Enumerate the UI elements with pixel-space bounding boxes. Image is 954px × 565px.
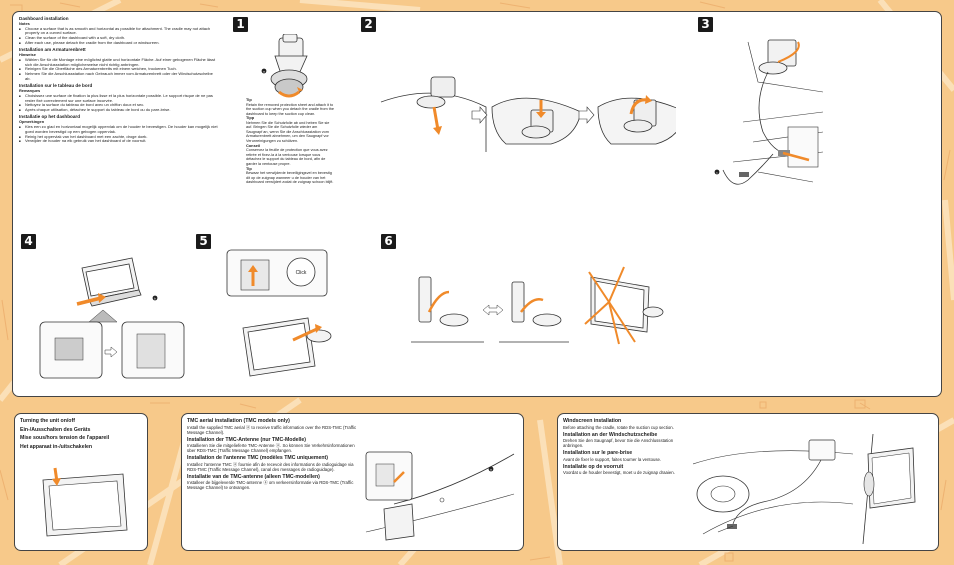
callout-c: c — [716, 170, 718, 174]
wind-section-title: Installatie op de voorruit — [563, 463, 624, 470]
note-item: After each use, please detach the cradle… — [19, 40, 219, 46]
power-panel: Turning the unit on/off Ein-/Ausschalten… — [14, 413, 148, 551]
note-item: Nehmen Sie die Anschlussstation nach Geb… — [19, 71, 219, 82]
power-line: Ein-/Ausschalten des Geräts — [20, 426, 91, 433]
tmc-panel: TMC aerial installation (TMC models only… — [181, 413, 524, 551]
de-title: Installation am Armaturenbrett — [19, 47, 86, 53]
step-number: 2 — [361, 17, 376, 32]
angle-adjust-illustration — [411, 266, 664, 345]
car-charger-illustration: c — [714, 39, 823, 185]
windscreen-text: Windscreen installation Before attaching… — [563, 418, 681, 475]
nl-notes-list: Kies een zo glad en horizontaal mogelijk… — [19, 124, 219, 144]
wind-section-title: Installation sur le pare-brise — [563, 450, 633, 457]
wind-section-text: Drehen Sie den Saugnapf, bevor Sie die A… — [563, 438, 674, 449]
note-item: Reinig het oppervlak van het dashboard m… — [19, 134, 219, 140]
step-number: 3 — [698, 17, 713, 32]
tip-label: Conseil — [246, 142, 261, 148]
tmc-section-title: Installation de l'antenne TMC (modèles T… — [187, 455, 329, 462]
tmc-section-title: Installatie van de TMC-antenne (alleen T… — [187, 473, 320, 480]
tip-text: Bewaar het verwijderde beveiligingsvel e… — [246, 171, 334, 185]
wind-section-title: Windscreen installation — [563, 418, 622, 424]
dashboard-mount-sequence-illustration — [380, 76, 676, 152]
click-label: Click — [296, 270, 307, 276]
tip-label: Tipp — [246, 115, 255, 121]
fr-label: Remarques — [19, 87, 41, 93]
nl-title: Installatie op het dashboard — [19, 114, 81, 120]
power-line: Turning the unit on/off — [20, 418, 75, 424]
windscreen-car-interior-illustration — [693, 439, 853, 535]
tip-label: Tip — [246, 97, 252, 102]
tmc-section-title: Installation der TMC-Antenne (nur TMC-Mo… — [187, 436, 307, 443]
nl-label: Opmerkingen — [19, 119, 45, 125]
power-text: Turning the unit on/off Ein-/Ausschalten… — [20, 418, 146, 450]
note-item: Nettoyez la surface du tableau de bord a… — [19, 103, 219, 108]
power-line: Het apparaat in-/uitschakelen — [20, 443, 93, 450]
note-item: Verwijder de houder na elk gebruik van h… — [19, 138, 219, 144]
note-item: Choose a surface that is as smooth and h… — [19, 26, 219, 37]
tmc-aerial-illustration: a — [365, 451, 515, 541]
wind-section-text: Voordat u de houder bevestigt, moet u de… — [563, 470, 675, 476]
note-item: Clean the surface of the dashboard with … — [19, 35, 219, 41]
note-item: Après chaque utilisation, détachez le su… — [19, 107, 219, 113]
note-item: Reinigen Sie die Oberfläche des Armature… — [19, 67, 219, 72]
step-number: 5 — [196, 234, 211, 249]
tmc-section-text: Install the supplied TMC aerial ⓐ to rec… — [187, 424, 357, 435]
cradle-click-illustration: Click — [226, 249, 332, 377]
tmc-section-text: Installieren Sie die mitgelieferte TMC-A… — [187, 443, 355, 454]
wind-section-text: Avant de fixer le support, faites tourne… — [563, 456, 662, 462]
windscreen-panel: Windscreen installation Before attaching… — [557, 413, 939, 551]
de-label: Hinweise — [19, 51, 36, 57]
callout-b: b — [154, 296, 156, 300]
fr-notes-list: Choisissez une surface de fixation la pl… — [19, 93, 219, 113]
de-notes-list: Wählen Sie für die Montage eine möglichs… — [19, 57, 219, 82]
tip-label: Tip — [246, 165, 252, 171]
callout-a: a — [490, 467, 492, 471]
wind-section-text: Before attaching the cradle, rotate the … — [563, 424, 674, 430]
dashboard-text: Dashboard installation Notes Choose a su… — [19, 16, 219, 144]
power-line: Mise sous/hors tension de l'appareil — [20, 435, 110, 442]
tips-block: Tip Retain the removed protection sheet … — [246, 97, 335, 185]
note-item: Wählen Sie für die Montage eine möglichs… — [19, 57, 219, 68]
device-attach-illustration: b — [39, 257, 185, 379]
tip-text: Nehmen Sie die Schutzfolie ab und heben … — [246, 120, 330, 143]
note-item: Choisissez une surface de fixation la pl… — [19, 93, 219, 104]
notes-label: Notes — [19, 20, 30, 26]
step-number: 4 — [21, 234, 36, 249]
installation-panel: Dashboard installation Notes Choose a su… — [12, 11, 942, 397]
cradle-protection-sheet-illustration: a — [261, 34, 308, 98]
tmc-section-title: TMC aerial installation (TMC models only… — [187, 418, 290, 424]
dashboard-title: Dashboard installation — [19, 16, 69, 21]
tip-text: Retain the removed protection sheet and … — [246, 102, 335, 116]
note-item: Kies een zo glad en horizontaal mogelijk… — [19, 124, 219, 135]
callout-a: a — [263, 69, 265, 73]
tmc-section-text: Installez l'antenne TMC ⓐ fournie afin d… — [187, 461, 354, 472]
step-number: 1 — [233, 17, 248, 32]
fr-title: Installation sur le tableau de bord — [19, 83, 93, 89]
tmc-text: TMC aerial installation (TMC models only… — [187, 418, 357, 490]
power-button-illustration — [42, 467, 128, 537]
tmc-section-text: Installeer de bijgeleverde TMC-antenne ⓐ… — [187, 480, 354, 491]
windscreen-mount-illustration — [862, 434, 916, 544]
tip-text: Conservez la feuille de protection que v… — [246, 148, 328, 166]
notes-list: Choose a surface that is as smooth and h… — [19, 26, 219, 46]
step-number: 6 — [381, 234, 396, 249]
wind-section-title: Installation an der Windschutzscheibe — [563, 431, 658, 438]
